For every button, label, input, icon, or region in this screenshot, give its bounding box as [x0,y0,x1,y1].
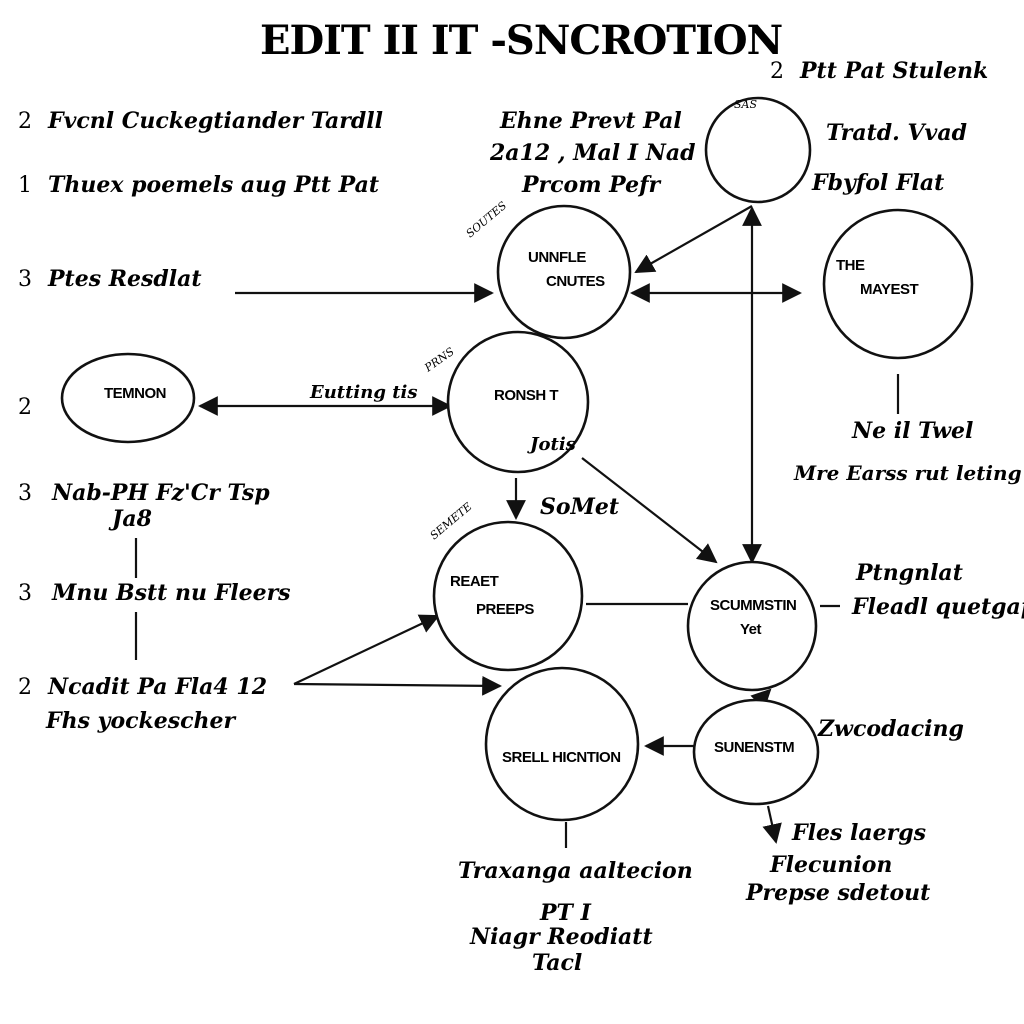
bottom-center-text: Traxanga aaltecion PT I Niagr Reodiatt T… [458,858,693,976]
node-label: REAET [450,573,499,590]
top-right-item: Ptt Pat Stulenk [799,58,988,84]
top-right-list: 2 Ptt Pat Stulenk Tratd. Vvad Fbyfol Fla… [770,58,988,196]
left-list-num: 2 [18,395,32,420]
center-top-line: 2a12 , Mal I Nad [489,140,695,166]
center-top-line: Ehne Prevt Pal [499,108,682,134]
edge-labels: Eutting tis Jotis SoMet Ne il Twel Mre E… [309,382,1024,906]
node-scummstin: SCUMMSTIN Yet [686,560,818,692]
edge-label: Prepse sdetout [745,880,930,906]
left-list-item: Ncadit Pa Fla4 12 [47,674,267,700]
node-circle [446,330,590,474]
node-srell: SRELL HICNTION [484,666,640,822]
node-tag: SOUTES [464,199,510,241]
bottom-center-line: Tacl [532,950,582,976]
node-label: PREEPS [476,601,534,618]
node-label: SUNENSTM [714,739,794,756]
edge-label: Zwcodacing [817,716,964,742]
node-circle [60,352,196,444]
center-top-heading: Ehne Prevt Pal 2a12 , Mal I Nad Prcom Pe… [489,108,695,198]
node-the-mayest: THE MAYEST [822,208,974,360]
bottom-center-line: PT I [539,900,592,926]
node-reeps: SEMETE REAET PREEPS [428,500,584,672]
top-right-item: Fbyfol Flat [811,170,944,196]
edge-arrow [293,614,440,685]
left-list-num: 2 [18,109,32,134]
left-list-num: 2 [18,675,32,700]
edge-label: Fles laergs [791,820,926,846]
node-sunenstm: SUNENSTM [692,698,820,806]
node-label: SRELL HICNTION [502,749,621,766]
left-list-item: Fhs yockescher [45,708,237,734]
left-list-item: Thuex poemels aug Ptt Pat [48,172,379,198]
node-label: UNNFLE [528,249,586,266]
left-list-num: 3 [18,581,32,606]
node-tenmon: TEMNON [60,352,196,444]
bottom-center-line: Niagr Reodiatt [469,924,653,950]
edge-arrow [581,457,718,564]
node-reti-top: SAS [704,96,812,204]
left-list-num: 3 [18,481,32,506]
left-list-item: Ptes Resdlat [47,266,202,292]
edge-label: Eutting tis [309,382,418,403]
edge-arrow [634,205,753,273]
edge-label: Fleadl quetgap [851,594,1024,620]
edge-label: Mre Earss rut leting [793,461,1022,485]
node-label: SCUMMSTIN [710,597,796,614]
diagram-title: EDIT II IT -SNCROTION [260,17,782,64]
top-right-item: Tratd. Vvad [826,120,967,146]
edge-arrow [293,675,502,696]
node-circle [496,204,632,340]
edge-label: Ne il Twel [851,418,973,444]
center-top-line: Prcom Pefr [521,172,662,198]
left-list: 2 Fvcnl Cuckegtiander Tardll 1 Thuex poe… [18,108,383,734]
node-label: TEMNON [104,385,166,402]
node-tag: PRNS [421,345,457,375]
node-tag: SAS [734,98,757,111]
left-list-item: Fvcnl Cuckegtiander Tardll [47,108,383,134]
node-circle [432,520,584,672]
left-list-item: Ja8 [108,506,152,532]
edge-label: Jotis [527,434,576,455]
top-right-num: 2 [770,59,784,84]
left-list-item: Nab-PH Fz'Cr Tsp [51,480,270,506]
node-label: Yet [740,621,762,638]
node-label: RONSH T [494,387,558,404]
node-circle [704,96,812,204]
edge-arrow [762,805,782,844]
node-label: THE [836,257,865,274]
edge-label: SoMet [540,494,619,520]
node-circle [484,666,640,822]
edges [198,205,900,848]
edge-label: Flecunion [769,852,892,878]
edge-label: Ptngnlat [855,560,963,586]
left-list-num: 3 [18,267,32,292]
node-label: CNUTES [546,273,605,290]
node-circle [692,698,820,806]
left-list-num: 1 [18,173,32,198]
bottom-center-line: Traxanga aaltecion [458,858,693,884]
left-list-item: Mnu Bstt nu Fleers [51,580,291,606]
node-unfle: SOUTES UNNFLE CNUTES [464,199,632,340]
node-circle [822,208,974,360]
node-circle [686,560,818,692]
node-label: MAYEST [860,281,918,298]
